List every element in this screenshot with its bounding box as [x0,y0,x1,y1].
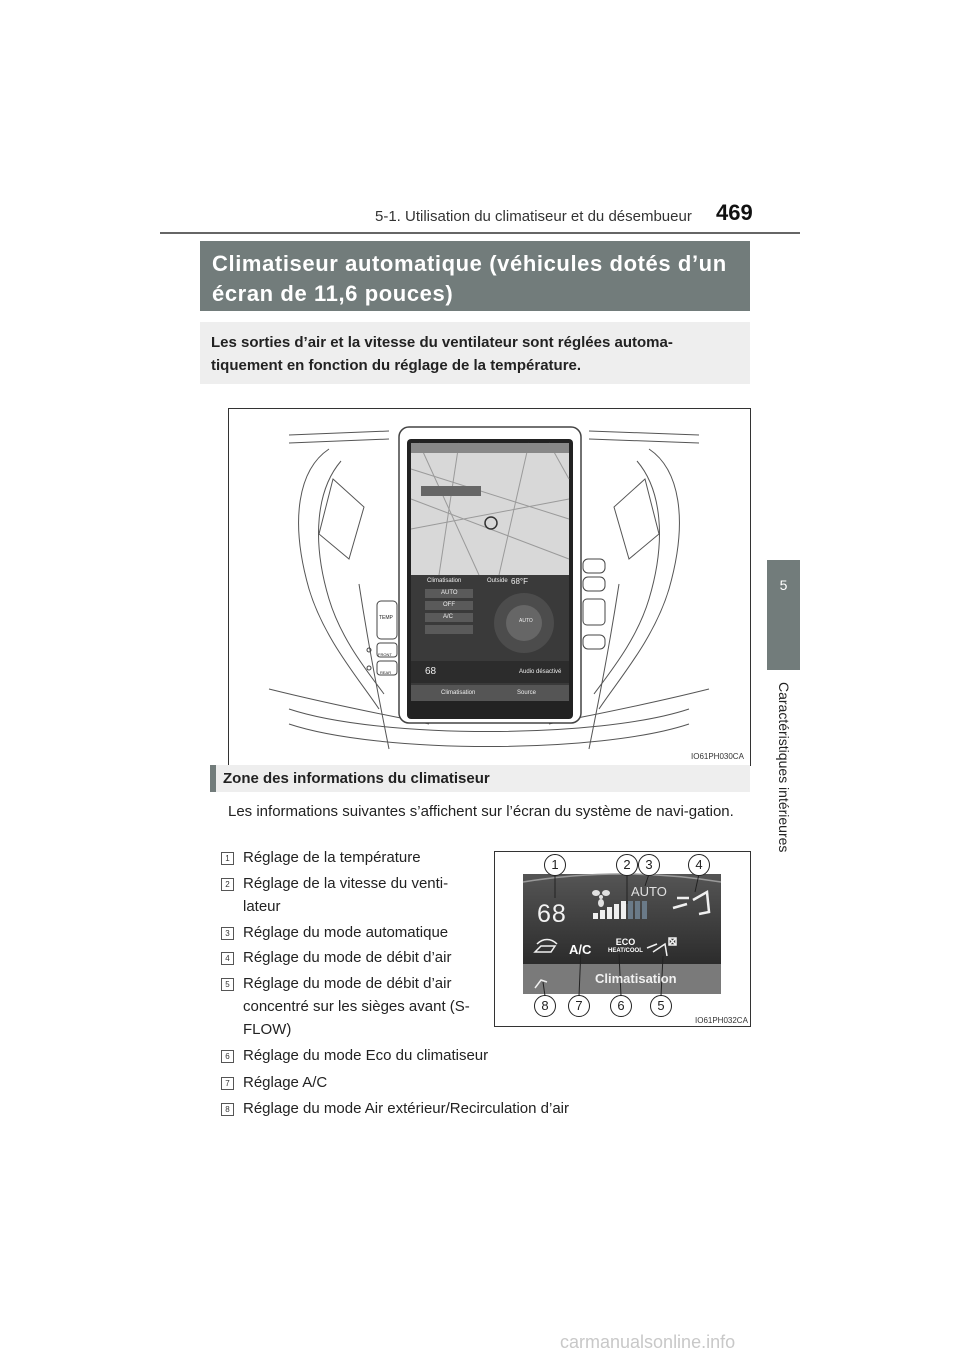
screen-tab-source[interactable]: Source [517,690,537,696]
airflow-mode-icon [672,889,711,916]
callout-7: 7 [568,995,590,1017]
callout-3: 3 [638,854,660,876]
callout-8: 8 [534,995,556,1017]
eco-top-label: ECO [615,937,636,947]
item-6-text: Réglage du mode Eco du climatiseur [243,1047,489,1064]
eco-bottom-label: HEAT/COOL [608,948,643,954]
dashboard-figure: Climatisation Outside 68°F AUTO OFF A/C … [228,408,751,766]
screen-tab-climatisation[interactable]: Climatisation [441,690,476,696]
subsection-title: Zone des informations du climatiseur [223,770,490,787]
item-3-text: Réglage du mode automatique [243,924,449,941]
callout-4: 4 [688,854,710,876]
callout-5: 5 [650,995,672,1017]
climate-ac-display: A/C [569,942,592,957]
figure2-code: IO61PH032CA [695,1016,748,1025]
climate-tab-label: Climatisation [595,971,677,986]
info-paragraph: Les informations suivantes s’affichent s… [228,803,734,820]
callout-2: 2 [616,854,638,876]
fan-icon [592,890,610,907]
screen-auto-label: AUTO [519,618,533,624]
figure1-code: IO61PH030CA [691,752,744,761]
chapter-label: Caractéristiques intérieures [776,682,792,853]
item-number-4: 4 [221,952,234,965]
climate-info-illustration [522,873,722,997]
screen-button-ac: A/C [443,614,454,620]
intro-box: Les sorties d’air et la vitesse du venti… [200,322,750,384]
item-number-1: 1 [221,852,234,865]
screen-button-auto: AUTO [441,590,458,596]
subsection-heading: Zone des informations du climatiseur [210,765,750,792]
front-button-label: FRONT [378,652,392,657]
item-1-text: Réglage de la température [243,849,421,866]
watermark: carmanualsonline.info [560,1332,736,1352]
item-number-8: 8 [221,1103,234,1116]
screen-outside-temp: 68°F [511,577,528,586]
page-number: 469 [716,200,753,225]
dashboard-illustration [268,426,710,750]
screen-audio-status: Audio désactivé [519,669,562,675]
climate-temp-display: 68 [537,900,567,928]
chapter-tab [767,560,800,670]
climate-info-figure: 68 AUTO A/C ECO HEAT/COOL Climatisation … [494,851,751,1027]
item-7-text: Réglage A/C [243,1074,328,1091]
screen-climate-title: Climatisation [427,578,462,584]
callout-6: 6 [610,995,632,1017]
climate-auto-display: AUTO [631,884,667,899]
item-number-5: 5 [221,978,234,991]
section-title-box: Climatiseur automatique (véhicules dotés… [200,241,750,311]
screen-button-off: OFF [443,602,455,608]
item-8-text: Réglage du mode Air extérieur/Recirculat… [243,1100,570,1117]
screen-outside-label: Outside [487,578,508,584]
header-rule [160,232,800,234]
recirculation-icon [533,938,558,953]
item-4-text: Réglage du mode de débit d’air [243,949,452,966]
bottom-left-icon [534,979,548,989]
item-5-text: Réglage du mode de débit d’air concentré… [243,975,470,1038]
item-number-7: 7 [221,1077,234,1090]
temp-button-label: TEMP [379,615,393,621]
callout-1: 1 [544,854,566,876]
header-section-title: 5-1. Utilisation du climatiseur et du dé… [375,208,692,225]
section-title: Climatiseur automatique (véhicules dotés… [212,251,727,306]
s-flow-icon [646,937,677,957]
item-2-text: Réglage de la vitesse du venti-lateur [243,875,449,915]
screen-bottom-temp: 68 [425,666,437,677]
chapter-number: 5 [779,577,788,593]
item-number-6: 6 [221,1050,234,1063]
item-number-3: 3 [221,927,234,940]
item-number-2: 2 [221,878,234,891]
rear-button-label: REAR [380,670,392,675]
intro-text: Les sorties d’air et la vitesse du venti… [211,334,673,374]
climate-eco-display: ECO HEAT/COOL [608,938,643,956]
subsection-bar [210,765,216,792]
